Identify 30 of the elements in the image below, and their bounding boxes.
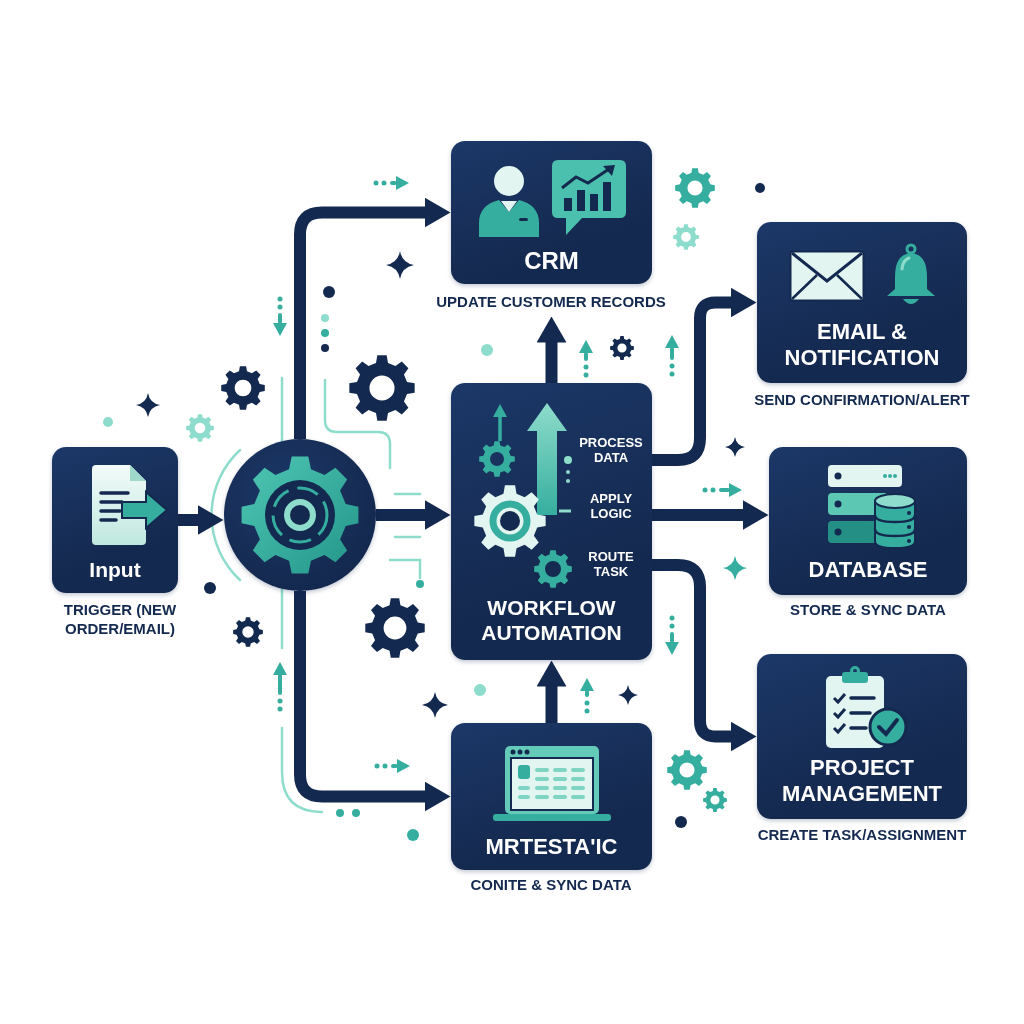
process-box xyxy=(52,447,178,593)
arrow xyxy=(294,591,451,812)
node-caption: CREATE TASK/ASSIGNMENT xyxy=(757,826,967,845)
arrow xyxy=(536,660,567,723)
node-caption: SEND CONFIRMATION/ALERT xyxy=(754,391,970,410)
process-box xyxy=(757,222,967,383)
node-caption: STORE & SYNC DATA xyxy=(790,601,946,620)
process-box xyxy=(451,723,652,870)
arrow xyxy=(294,197,451,439)
node-label: Input xyxy=(89,558,141,583)
process-box xyxy=(451,383,652,660)
step-label: PROCESS DATA xyxy=(578,435,644,466)
node-label: CRM xyxy=(524,247,579,276)
process-box xyxy=(757,654,967,819)
process-box xyxy=(451,141,652,284)
node-label: DATABASE xyxy=(808,557,928,583)
step-label: ROUTE TASK xyxy=(587,549,635,580)
node-label: PROJECT MANAGEMENT xyxy=(780,755,944,807)
process-box xyxy=(769,447,967,595)
arrow xyxy=(652,500,769,530)
node-caption: CONITE & SYNC DATA xyxy=(470,876,632,895)
node-label: MRTESTA'IC xyxy=(485,834,618,860)
arrow xyxy=(178,505,224,535)
node-label: EMAIL & NOTIFICATION xyxy=(783,319,941,371)
step-label: APPLY LOGIC xyxy=(588,491,634,522)
arrow xyxy=(376,500,451,530)
node-caption: TRIGGER (NEW ORDER/EMAIL) xyxy=(62,601,178,639)
node-caption: UPDATE CUSTOMER RECORDS xyxy=(436,293,666,312)
arrow xyxy=(536,316,567,383)
node-label: WORKFLOW AUTOMATION xyxy=(480,596,623,646)
